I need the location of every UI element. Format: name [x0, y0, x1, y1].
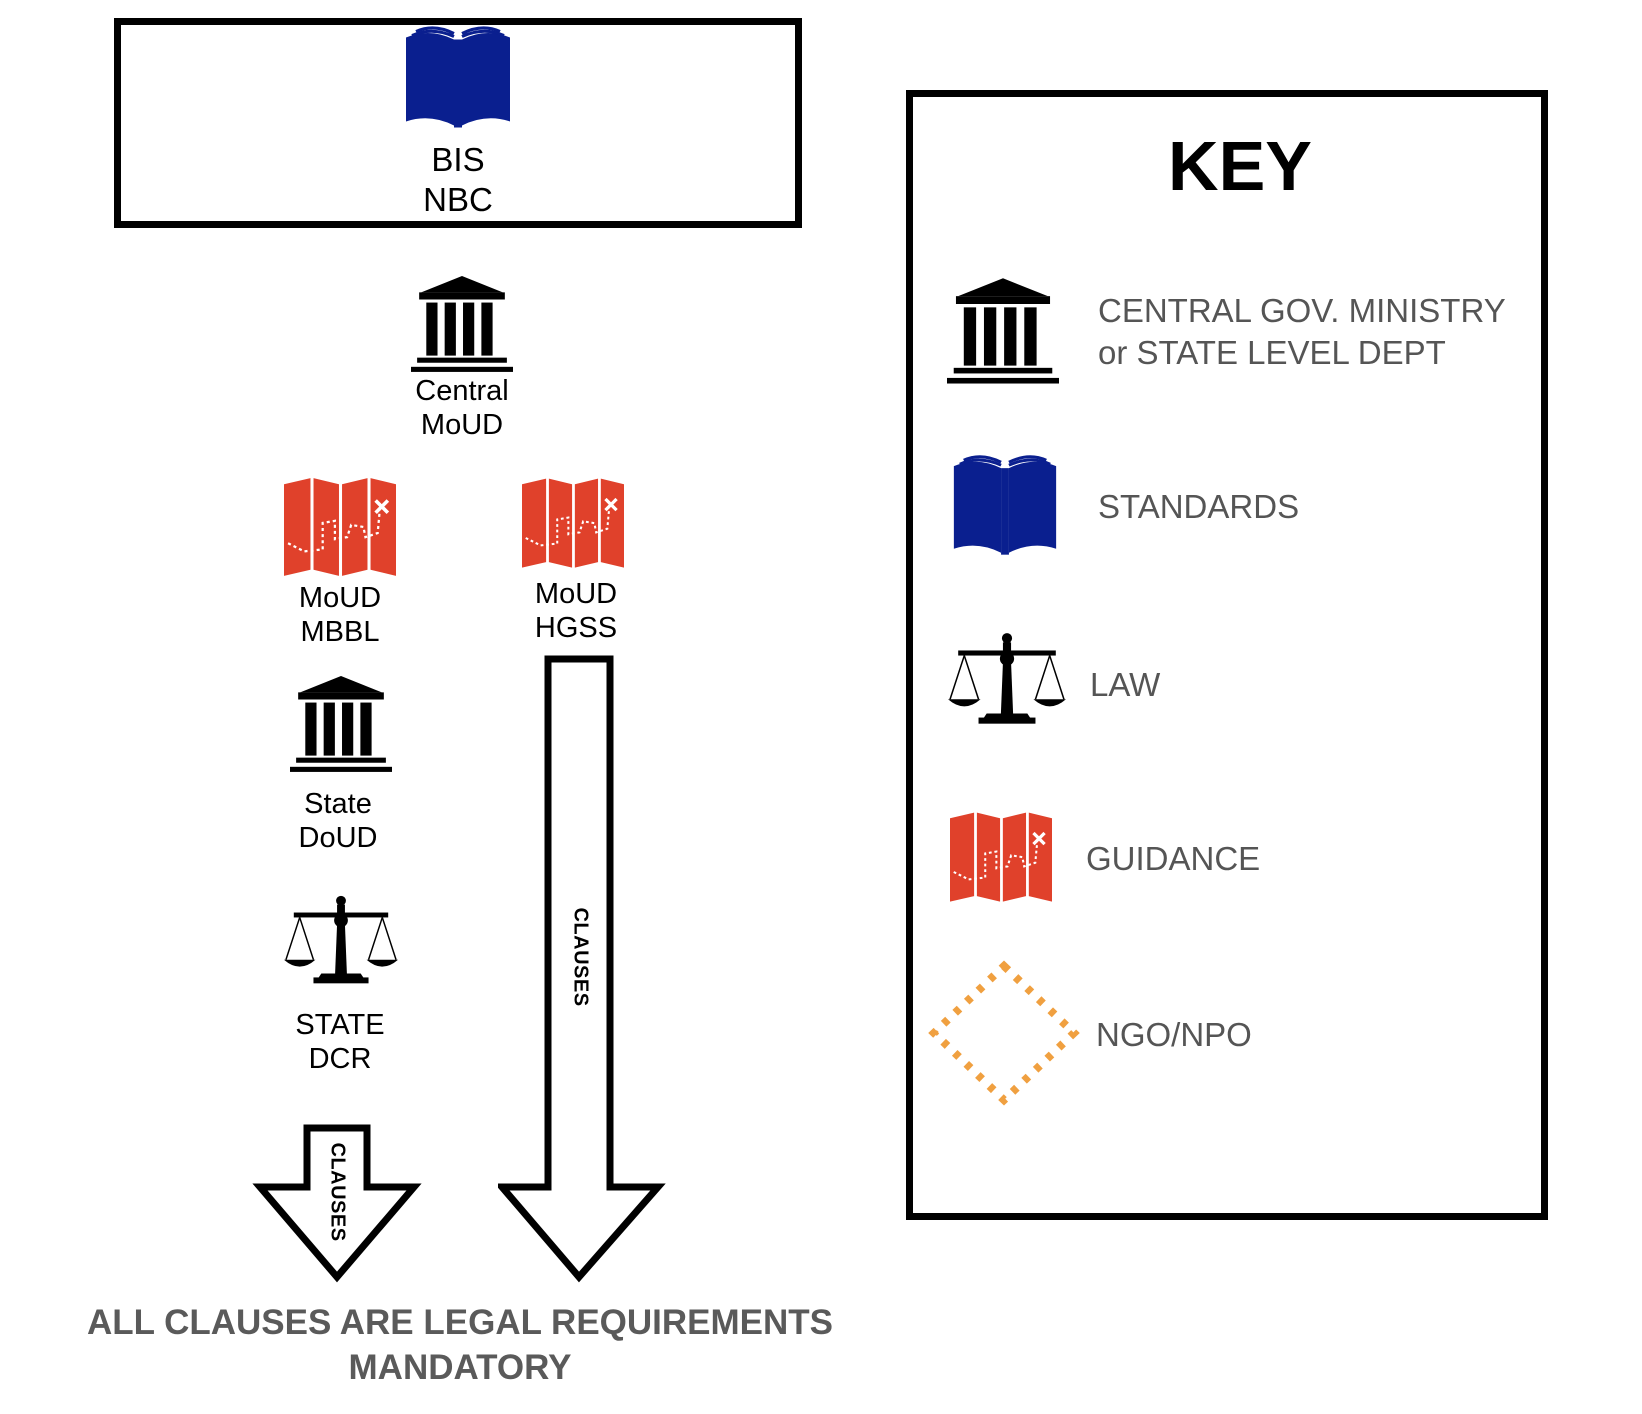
key-ministry-line1: CENTRAL GOV. MINISTRY [1098, 292, 1506, 329]
book-icon [398, 25, 518, 131]
scales-icon [946, 630, 1068, 736]
government-building-icon [410, 274, 514, 376]
bis-nbc-box [114, 18, 802, 228]
government-building-icon [946, 276, 1060, 388]
book-icon [946, 452, 1064, 560]
government-building-icon [290, 674, 392, 776]
key-item-standards: STANDARDS [1098, 488, 1300, 525]
mbbl-label-line1: MoUD [298, 582, 382, 614]
footer-note: ALL CLAUSES ARE LEGAL REQUIREMENTS MANDA… [40, 1300, 880, 1390]
guidance-map-icon [522, 478, 624, 572]
footer-line2: MANDATORY [348, 1348, 572, 1387]
hgss-label-line2: HGSS [534, 612, 618, 644]
doud-label-line2: DoUD [298, 822, 378, 854]
state-dcr-label: STATE DCR [270, 1008, 410, 1076]
central-moud-label: Central MoUD [392, 374, 532, 442]
scales-icon [282, 892, 400, 996]
guidance-map-icon [284, 478, 396, 580]
central-label-line2: MoUD [420, 409, 504, 441]
key-panel [906, 90, 1548, 1220]
key-ministry-line2: or STATE LEVEL DEPT [1098, 334, 1446, 371]
dotted-diamond-icon [928, 960, 1080, 1106]
bis-label-line2: NBC [423, 181, 493, 218]
dcr-label-line2: DCR [308, 1043, 372, 1075]
doud-label-line1: State [304, 788, 372, 820]
bis-label-line1: BIS [431, 141, 485, 178]
hgss-label-line1: MoUD [534, 578, 618, 610]
mbbl-label-line2: MBBL [300, 616, 380, 648]
key-item-ministry: CENTRAL GOV. MINISTRY or STATE LEVEL DEP… [1098, 290, 1506, 374]
footer-line1: ALL CLAUSES ARE LEGAL REQUIREMENTS [86, 1303, 834, 1342]
dcr-label-line1: STATE [295, 1009, 385, 1041]
bis-label: BIS NBC [398, 140, 518, 220]
long-down-arrow [498, 655, 666, 1283]
key-item-ngo: NGO/NPO [1096, 1016, 1252, 1053]
key-title: KEY [1168, 127, 1312, 205]
key-item-guidance: GUIDANCE [1086, 840, 1261, 877]
central-label-line1: Central [415, 375, 509, 407]
key-item-law: LAW [1090, 666, 1161, 703]
state-doud-label: State DoUD [268, 787, 408, 855]
moud-mbbl-label: MoUD MBBL [270, 581, 410, 649]
short-down-arrow [252, 1124, 422, 1283]
moud-hgss-label: MoUD HGSS [506, 577, 646, 645]
guidance-map-icon [950, 812, 1052, 906]
